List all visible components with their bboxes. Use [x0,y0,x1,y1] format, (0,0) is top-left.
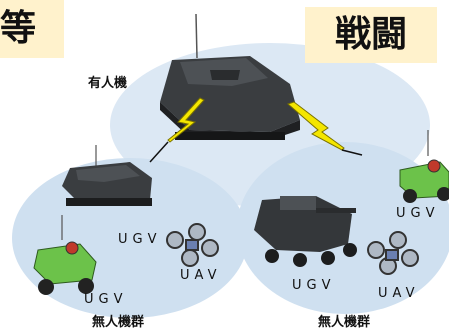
uav-label-left: UAV [180,268,222,283]
ugv-robot-right-icon [399,130,449,203]
ugv-label-left-small: UGV [118,232,162,247]
group-label-left: 無人機群 [92,315,145,330]
ugv-label-right-center: UGV [292,278,336,293]
manned-label: 有人機 [88,76,128,91]
ugv-tank-right-icon [254,196,357,267]
ugv-robot-left-icon [33,215,97,295]
category-label-combat: 戦闘 [305,7,437,63]
ugv-label-right-top: UGV [396,206,440,221]
ugv-tank-left-icon [62,145,152,206]
ugv-label-left-bottom: UGV [84,292,128,307]
group-label-right: 無人機群 [318,315,371,330]
lightning-right-icon [287,101,345,151]
manned-vehicle-icon [160,13,300,140]
uav-right-icon [367,231,419,275]
uav-label-right: UAV [378,286,420,301]
category-label-partial: 等 [0,0,64,58]
uav-left-icon [166,223,219,267]
lightning-left-icon [167,97,205,143]
